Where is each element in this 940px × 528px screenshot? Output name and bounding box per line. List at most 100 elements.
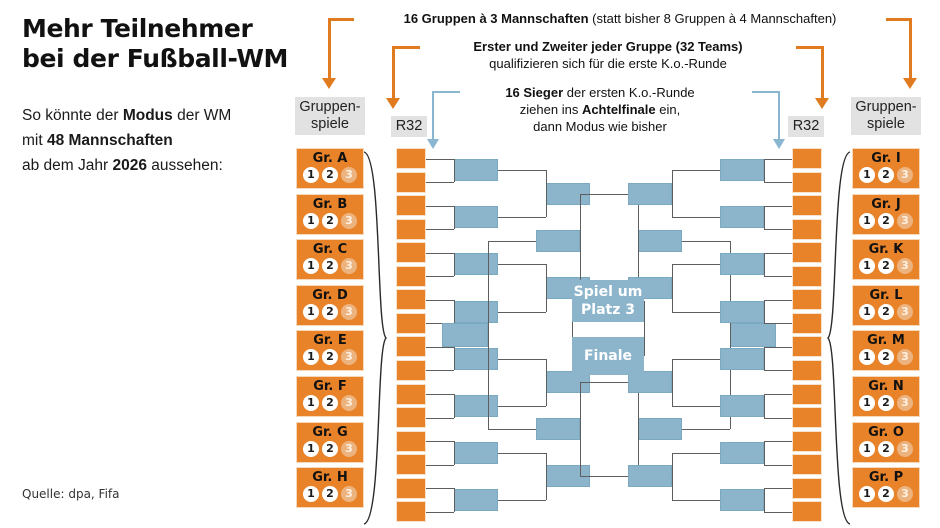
r32-box[interactable] (396, 383, 426, 405)
bracket-match-box[interactable] (454, 394, 498, 417)
r32-box[interactable] (792, 477, 822, 499)
bracket-match-box[interactable] (638, 229, 682, 252)
bracket-connector (454, 158, 455, 183)
r32-box[interactable] (396, 265, 426, 287)
r32-box[interactable] (792, 501, 822, 523)
bracket-connector (764, 394, 765, 418)
annotation-line-qualify-left-h (392, 46, 420, 49)
r32-box[interactable] (396, 171, 426, 193)
r32-box[interactable] (792, 312, 822, 334)
bracket-match-box[interactable] (628, 371, 672, 394)
r32-box[interactable] (396, 454, 426, 476)
r32-box[interactable] (792, 195, 822, 217)
bracket-connector (672, 311, 720, 313)
r32-box[interactable] (396, 359, 426, 381)
bracket-match-box[interactable] (454, 159, 498, 182)
group-slot-2: 2 (322, 395, 338, 411)
group-slot-2: 2 (322, 303, 338, 320)
r32-box[interactable] (396, 148, 426, 169)
r32-box[interactable] (396, 195, 426, 217)
bracket-match-box[interactable] (454, 253, 498, 276)
bracket-match-box[interactable] (454, 347, 498, 370)
r32-box[interactable] (792, 359, 822, 381)
bracket-match-box[interactable] (628, 182, 672, 205)
group-slot-3: 3 (897, 167, 913, 183)
bracket-match-box[interactable] (454, 300, 498, 323)
bracket-match-box[interactable] (536, 229, 580, 252)
r32-box[interactable] (396, 312, 426, 334)
r32-box[interactable] (396, 501, 426, 523)
r32-box[interactable] (792, 218, 822, 240)
bracket-match-box[interactable] (720, 253, 764, 276)
r32-box[interactable] (792, 407, 822, 429)
r32-box[interactable] (396, 477, 426, 499)
source-note: Quelle: dpa, Fifa (22, 487, 120, 501)
r32-box[interactable] (396, 430, 426, 452)
third-place-line1: Spiel um (573, 284, 643, 300)
r32-box[interactable] (396, 218, 426, 240)
r32-box[interactable] (792, 171, 822, 193)
annotation-line-qualify-left-v (392, 46, 395, 100)
annotation-line-winners-left-v (432, 91, 434, 141)
annotation-arrow-qualify-right (815, 98, 829, 109)
r32-box[interactable] (792, 454, 822, 476)
r32-box[interactable] (792, 265, 822, 287)
bracket-match-box[interactable] (628, 465, 672, 488)
bracket-match-box[interactable] (720, 159, 764, 182)
bracket-match-box[interactable] (454, 206, 498, 229)
group-slot-3: 3 (897, 258, 913, 275)
bracket-match-box[interactable] (720, 441, 764, 464)
r32-box[interactable] (792, 336, 822, 358)
bracket-match-box[interactable] (454, 488, 498, 511)
r32-box[interactable] (396, 407, 426, 429)
bracket-connector (764, 182, 792, 184)
bracket-match-box[interactable] (720, 394, 764, 417)
bracket-match-box[interactable] (454, 441, 498, 464)
annotation-arrow-winners-right (773, 139, 785, 149)
bracket-match-box[interactable] (638, 418, 682, 441)
bracket-match-box[interactable] (720, 206, 764, 229)
r32-box[interactable] (396, 289, 426, 311)
bracket-match-box[interactable] (720, 488, 764, 511)
r32-box[interactable] (792, 430, 822, 452)
group-slot-3: 3 (341, 395, 357, 411)
bracket-match-box[interactable] (720, 347, 764, 370)
bracket-connector (454, 441, 455, 465)
group-slot-2: 2 (322, 258, 338, 275)
column-header-r32-right: R32 (788, 116, 824, 137)
bracket-connector (730, 240, 731, 430)
r32-box[interactable] (792, 289, 822, 311)
bracket-match-box[interactable] (442, 323, 488, 348)
r32-box[interactable] (792, 242, 822, 264)
r32-box[interactable] (396, 336, 426, 358)
group-label: Gr. H (312, 470, 348, 486)
bracket-connector (764, 205, 765, 230)
r32-box[interactable] (396, 242, 426, 264)
bracket-match-box[interactable] (730, 323, 776, 348)
bracket-connector (580, 382, 581, 477)
r32-box[interactable] (792, 383, 822, 405)
r32-box[interactable] (792, 148, 822, 169)
bracket-match-box[interactable] (536, 418, 580, 441)
group-slot-2: 2 (322, 486, 338, 503)
bracket-match-box[interactable] (720, 300, 764, 323)
